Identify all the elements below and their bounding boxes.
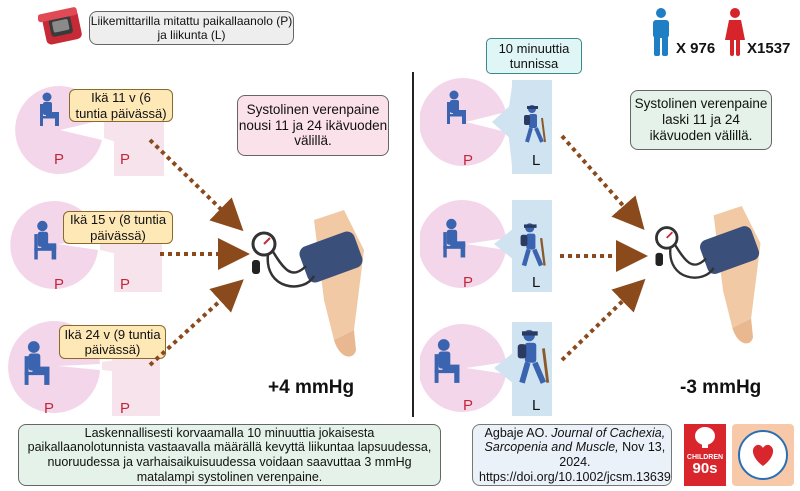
arrow (560, 134, 645, 231)
right-arrows (560, 134, 648, 362)
right-finding-box: Systolinen verenpaine laski 11 ja 24 ikä… (630, 90, 772, 150)
sitting-person-icon (34, 220, 57, 260)
female-icon (725, 8, 745, 56)
conclusion-text: Laskennallisesti korvaamalla 10 minuutti… (27, 425, 432, 484)
age-text: Ikä 15 v (8 tuntia päivässä) (69, 212, 167, 243)
bar-label: L (532, 152, 541, 169)
finding-text: Systolinen verenpaine nousi 11 ja 24 ikä… (238, 101, 388, 149)
finding-text: Systolinen verenpaine laski 11 ja 24 ikä… (634, 96, 768, 143)
pie-label: P (463, 397, 474, 414)
pie-label: P (44, 400, 55, 417)
bar-label: P (120, 276, 131, 293)
left-result: +4 mmHg (268, 377, 355, 398)
sitting-person-icon (24, 341, 50, 385)
reference-author: Agbaje AO. (484, 425, 548, 440)
age-label-11: Ikä 11 v (6 tuntia päivässä) (69, 89, 173, 122)
sitting-person-icon (40, 92, 59, 126)
left-finding-box: Systolinen verenpaine nousi 11 ja 24 ikä… (237, 95, 389, 156)
minutes-text: 10 minuuttia tunnissa (498, 40, 570, 71)
activity-tracker-icon (38, 7, 82, 45)
female-count: X1537 (747, 40, 791, 57)
reference-text: Agbaje AO. Journal of Cachexia, Sarcopen… (479, 426, 671, 485)
male-count: X 976 (676, 40, 716, 57)
minutes-label: 10 minuuttia tunnissa (486, 38, 582, 74)
hiker-icon (524, 105, 546, 143)
children-logo-text: CHILDREN (686, 454, 724, 461)
bar-label: L (532, 274, 541, 291)
sitting-person-icon (443, 218, 466, 258)
blood-pressure-cuff-icon (251, 210, 364, 357)
right-result: -3 mmHg (680, 377, 762, 398)
age-label-15: Ikä 15 v (8 tuntia päivässä) (63, 211, 173, 244)
pie-label: P (54, 276, 65, 293)
arrow (560, 278, 646, 362)
sitting-person-icon (447, 90, 466, 124)
male-icon (653, 8, 669, 56)
bar-label: P (120, 400, 131, 417)
pie-label: P (463, 274, 474, 291)
age-text: Ikä 11 v (6 tuntia päivässä) (75, 90, 167, 121)
bar-label: P (120, 151, 131, 168)
pie-label: P (463, 152, 474, 169)
bar-label: L (532, 397, 541, 414)
measurement-label: Liikemittarilla mitattu paikallaanolo (P… (89, 11, 294, 45)
children-90s-logo: CHILDREN 90s (684, 424, 726, 486)
arrow (148, 279, 244, 367)
hiker-icon (520, 223, 546, 267)
children-logo-90s: 90s (692, 460, 718, 477)
reference-journal: Journal of Cachexia, Sarcopenia and Musc… (484, 425, 666, 455)
age-label-24: Ikä 24 v (9 tuntia päivässä) (59, 325, 166, 359)
panel-divider (412, 72, 414, 417)
blood-pressure-cuff-icon (655, 206, 761, 344)
reference-box: Agbaje AO. Journal of Cachexia, Sarcopen… (472, 424, 672, 486)
conclusion-box: Laskennallisesti korvaamalla 10 minuutti… (18, 424, 441, 486)
arrow (148, 138, 244, 232)
pie-label: P (54, 151, 65, 168)
age-text: Ikä 24 v (9 tuntia päivässä) (64, 326, 161, 357)
sitting-person-icon (434, 339, 460, 383)
hiker-icon (517, 329, 550, 384)
study-logo (732, 424, 794, 486)
balloon-icon (695, 427, 715, 448)
left-arrows (148, 138, 250, 367)
measurement-text: Liikemittarilla mitattu paikallaanolo (P… (90, 13, 293, 42)
reference-rest: Nov 13, 2024. https://doi.org/10.1002/jc… (479, 440, 671, 484)
